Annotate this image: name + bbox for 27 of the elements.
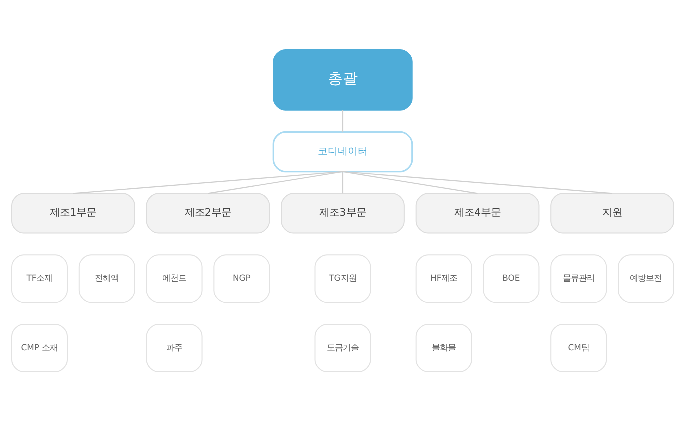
node-box: TF소재 <box>12 254 68 304</box>
node-box: 예방보전 <box>618 254 674 304</box>
connector <box>342 172 344 194</box>
node-box: BOE <box>483 254 540 304</box>
node-box: 지원 <box>550 193 674 234</box>
node-box: 전해액 <box>78 254 136 304</box>
node-box: 제조3부문 <box>281 193 405 234</box>
node-box: CM팀 <box>550 324 608 373</box>
connector <box>342 171 613 194</box>
node-box: 제조1부문 <box>12 193 136 234</box>
node-box: 코디네이터 <box>272 131 414 173</box>
node-box: 파주 <box>146 324 203 373</box>
node-box: HF제조 <box>416 254 472 304</box>
node-box: 불화물 <box>416 324 472 373</box>
node-box: 에천트 <box>146 254 203 304</box>
node-box: 제조2부문 <box>146 193 270 234</box>
node-box: CMP 소재 <box>12 324 68 373</box>
connector <box>73 171 344 194</box>
node-box: 총괄 <box>273 49 413 111</box>
node-box: 물류관리 <box>550 254 608 304</box>
node-box: 제조4부문 <box>416 193 540 234</box>
connector <box>208 171 344 194</box>
node-box: TG지원 <box>314 254 372 304</box>
node-box: 도금기술 <box>314 324 372 373</box>
node-box: NGP <box>214 254 270 304</box>
connector <box>342 171 478 194</box>
connector <box>342 110 344 132</box>
